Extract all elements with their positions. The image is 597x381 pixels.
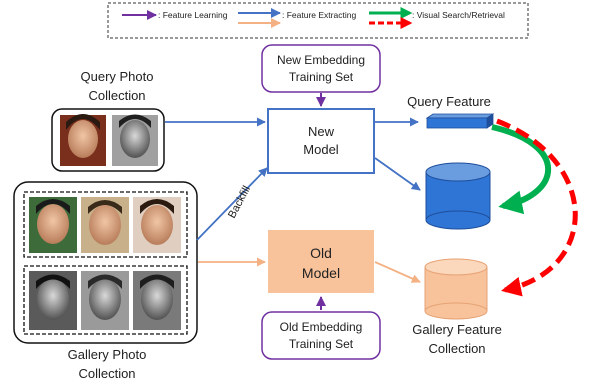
new-training-set: New Embedding Training Set: [261, 44, 381, 93]
old-model-line2: Model: [302, 265, 340, 281]
gallery-face-photo: [133, 271, 181, 330]
legend: : Feature Learning : Feature Extracting …: [107, 2, 529, 39]
gallery-face-photo: [81, 271, 129, 330]
query-feature-label: Query Feature: [407, 94, 491, 109]
gallery-face-photo: [29, 197, 77, 253]
old-model-line1: Old: [310, 245, 332, 261]
query-collection-label-line2: Collection: [88, 88, 145, 103]
old-training-set: Old Embedding Training Set: [261, 311, 381, 360]
visual-search-green-arrow: [491, 124, 552, 215]
new-training-set-box: [261, 44, 381, 93]
gallery-photo-collection: [13, 181, 198, 344]
gallery-collection-label-line1: Gallery Photo: [68, 347, 147, 362]
query-face-photo: [60, 114, 106, 166]
new-training-set-line1: New Embedding: [277, 53, 365, 67]
old-training-set-box: [261, 311, 381, 360]
legend-visual-search: : Visual Search/Retrieval: [412, 10, 505, 20]
gallery-feature-label-line1: Gallery Feature: [412, 322, 502, 337]
old-training-set-line2: Training Set: [289, 337, 354, 351]
gallery-collection-label-line2: Collection: [78, 366, 135, 381]
backfill-label: Backfill: [226, 184, 253, 220]
gallery-group-bottom: [23, 265, 188, 335]
old-model: Old Model: [268, 230, 374, 293]
query-face-photo: [112, 114, 158, 166]
old-gallery-feature-cylinder: [424, 258, 488, 320]
gallery-face-photo: [133, 197, 181, 253]
legend-feature-extracting: : Feature Extracting: [282, 10, 356, 20]
old-model-to-gallery-feature-arrow: [374, 261, 421, 283]
gallery-feature-label-line2: Collection: [428, 341, 485, 356]
visual-search-red-arrow: [496, 118, 578, 297]
gallery-face-photo: [81, 197, 129, 253]
new-model-line1: New: [308, 124, 335, 139]
query-collection-label-line1: Query Photo: [81, 69, 154, 84]
new-model-to-new-gallery-arrow: [374, 157, 421, 191]
new-training-set-line2: Training Set: [289, 70, 354, 84]
query-photo-collection: [51, 108, 165, 172]
old-training-set-line1: Old Embedding: [280, 320, 363, 334]
gallery-group-top: [23, 191, 188, 258]
gallery-face-photo: [29, 271, 77, 330]
query-feature-bar: [425, 113, 495, 129]
new-model-line2: Model: [303, 142, 339, 157]
new-model: New Model: [267, 108, 375, 174]
new-gallery-feature-cylinder: [425, 162, 491, 230]
legend-box: [107, 2, 529, 39]
old-model-box: [268, 230, 374, 293]
legend-feature-learning: : Feature Learning: [158, 10, 228, 20]
backfill-arrow: [196, 167, 268, 241]
new-model-box: [267, 108, 375, 174]
